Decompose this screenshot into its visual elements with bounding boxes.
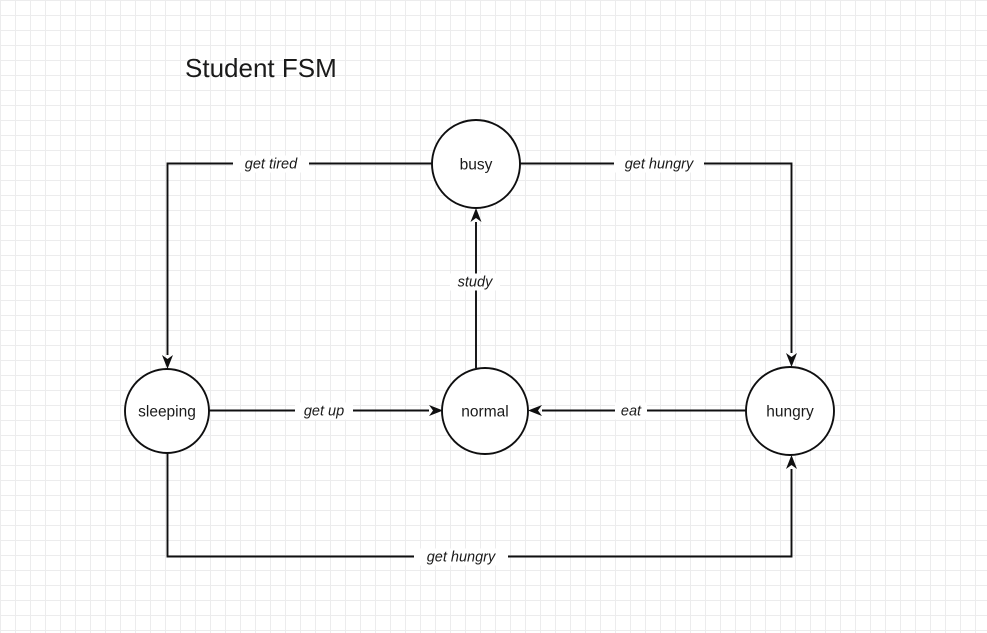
- transition-normal-to-busy[interactable]: study: [450, 208, 500, 368]
- edge-label-get-tired: get tired: [245, 157, 298, 173]
- edge-label-backdrop: [295, 402, 353, 420]
- transition-busy-to-hungry[interactable]: get hungry: [520, 155, 797, 368]
- page-title: Student FSM: [185, 53, 337, 83]
- edge-path: [166, 453, 793, 558]
- edge-path: [520, 162, 793, 353]
- edge-label-backdrop: [414, 548, 508, 566]
- edge-label-backdrop: [615, 402, 647, 420]
- edge-label-get-up: get up: [304, 404, 344, 420]
- state-node-busy[interactable]: busy: [431, 119, 521, 209]
- state-node-sleeping[interactable]: sleeping: [124, 368, 210, 454]
- state-label-busy: busy: [460, 157, 493, 174]
- state-circle: [441, 367, 529, 455]
- edge-label-get-hungry-top: get hungry: [625, 157, 694, 173]
- edge-label-eat: eat: [621, 404, 642, 420]
- transition-busy-to-sleeping[interactable]: get tired: [162, 155, 432, 370]
- transition-hungry-to-normal[interactable]: eat: [528, 402, 746, 420]
- arrowhead-down-icon: [786, 353, 797, 367]
- arrowhead-left-icon: [528, 405, 542, 416]
- state-node-hungry[interactable]: hungry: [745, 366, 835, 456]
- arrowhead-right-icon: [429, 405, 443, 416]
- edge-path: [166, 162, 432, 355]
- arrowhead-up-icon: [786, 455, 797, 469]
- state-label-hungry: hungry: [766, 404, 814, 421]
- state-node-normal[interactable]: normal: [441, 367, 529, 455]
- state-label-sleeping: sleeping: [138, 404, 196, 421]
- state-circle: [745, 366, 835, 456]
- transition-sleeping-to-hungry[interactable]: get hungry: [166, 453, 798, 566]
- edge-label-get-hungry-bottom: get hungry: [427, 550, 496, 566]
- state-label-normal: normal: [461, 404, 508, 421]
- arrowhead-down-icon: [162, 355, 173, 369]
- transition-sleeping-to-normal[interactable]: get up: [209, 402, 443, 420]
- edge-label-backdrop: [450, 273, 500, 291]
- state-circle: [431, 119, 521, 209]
- edge-label-study: study: [458, 275, 493, 291]
- state-circle: [124, 368, 210, 454]
- arrowhead-up-icon: [470, 208, 482, 222]
- edge-label-backdrop: [233, 155, 309, 173]
- edge-label-backdrop: [614, 155, 704, 173]
